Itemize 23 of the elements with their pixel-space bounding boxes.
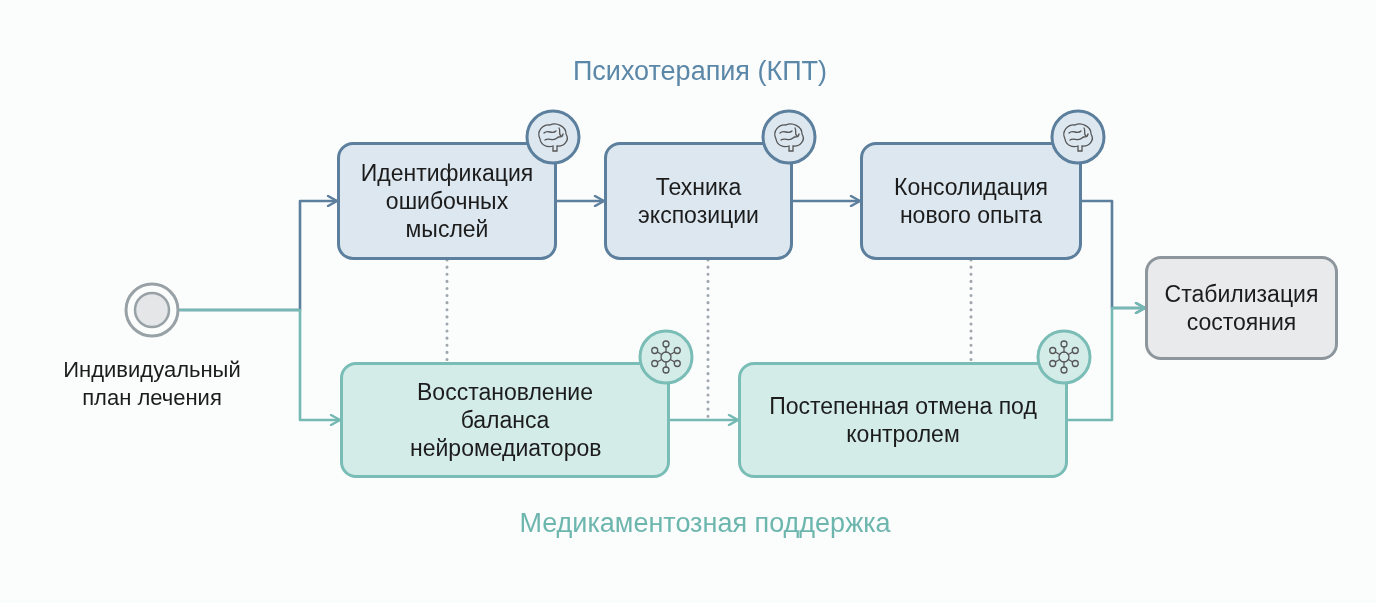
process-box	[340, 362, 670, 478]
process-box	[860, 142, 1082, 260]
arrow	[668, 413, 740, 427]
step-label: Идентификация ошибочных мыслей	[359, 158, 535, 244]
start-label: Индивидуальный план лечения	[62, 356, 242, 411]
arrow	[555, 194, 606, 208]
process-box	[738, 362, 1068, 478]
arrow	[178, 308, 342, 427]
lane-heading: Медикаментозная поддержка	[519, 508, 891, 539]
start-event-circle	[124, 282, 180, 338]
lane-heading: Психотерапия (КПТ)	[572, 56, 828, 87]
process-box	[337, 142, 557, 260]
step-label: Консолидация нового опыта	[893, 172, 1049, 230]
process-box	[1145, 256, 1338, 360]
step-label: Техника экспозиции	[637, 172, 760, 230]
arrow	[791, 194, 862, 208]
dotted-connector	[969, 258, 973, 364]
step-label: Стабилизация состояния	[1163, 279, 1320, 337]
dotted-connector	[445, 258, 449, 364]
step-label: Постепенная отмена под контролем	[768, 391, 1038, 449]
process-box	[604, 142, 793, 260]
step-label: Восстановление баланса нейромедиаторов	[410, 377, 600, 463]
arrow	[1066, 301, 1147, 422]
